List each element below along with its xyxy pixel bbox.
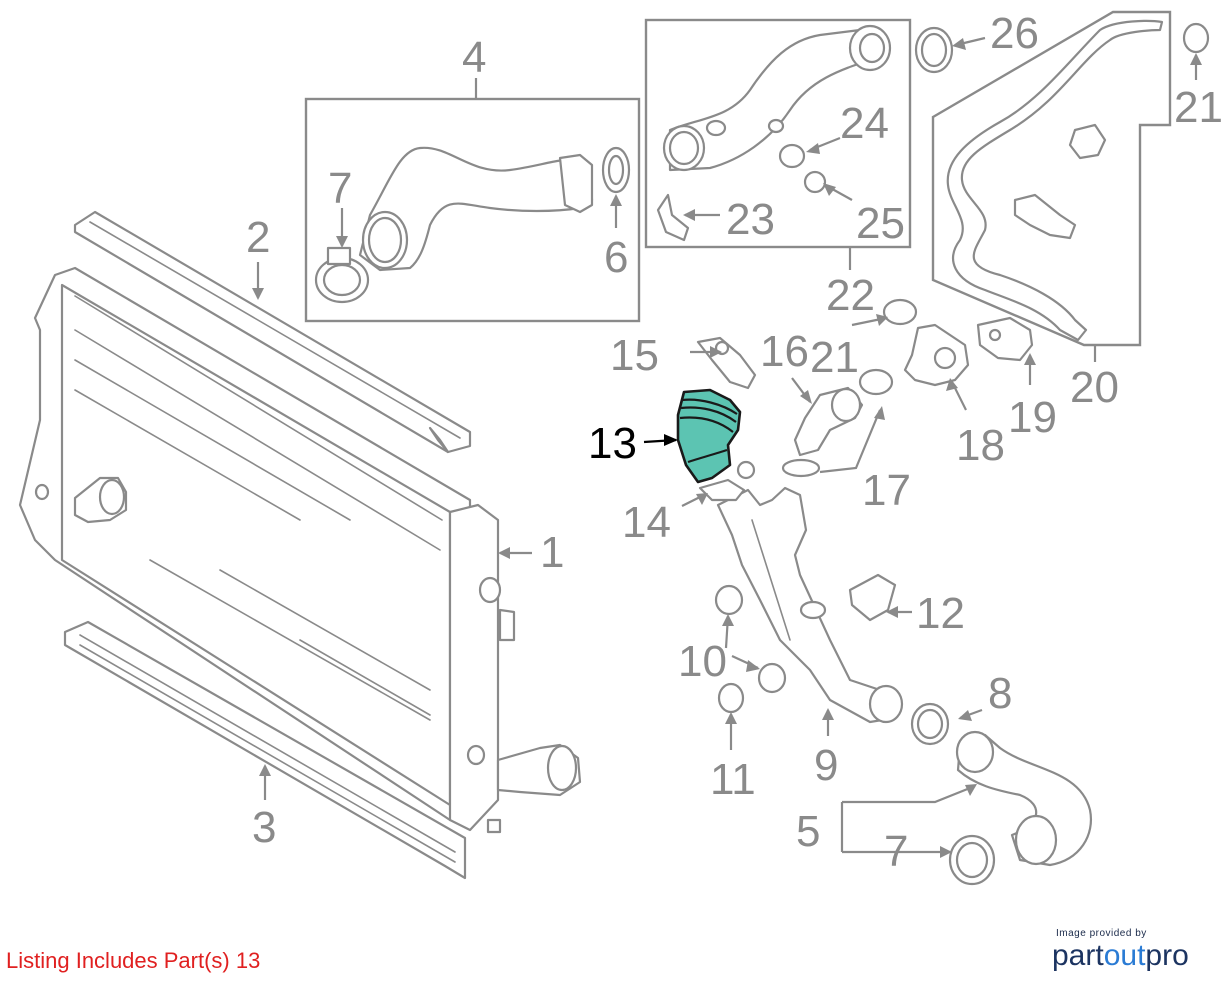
- callout-13: 13: [588, 419, 637, 468]
- callout-4: 4: [462, 33, 486, 82]
- image-credit: Image provided by partoutpro: [1052, 928, 1212, 971]
- charge-pipe-part-9: [698, 460, 904, 724]
- callout-3: 3: [252, 803, 276, 852]
- callout-20: 20: [1070, 363, 1119, 412]
- hose-part-5: [955, 730, 1093, 867]
- clamp-part-7-lower: [948, 834, 996, 886]
- grommet-part-10: [714, 584, 787, 694]
- callout-22: 22: [826, 271, 875, 320]
- elbow-hose-part-16: [781, 386, 864, 478]
- callout-16: 16: [760, 327, 809, 376]
- callout-23: 23: [726, 195, 775, 244]
- hose-kit-box-20: [931, 10, 1172, 347]
- callout-1: 1: [540, 528, 564, 577]
- connector-part-18: [903, 323, 970, 387]
- sensor-part-15: [696, 336, 757, 390]
- brand-part: part: [1052, 939, 1104, 972]
- bracket-part-19: [976, 316, 1034, 362]
- arrowheads: [252, 38, 1202, 858]
- callout-21-top: 21: [1174, 83, 1223, 132]
- callout-18: 18: [956, 421, 1005, 470]
- callout-19: 19: [1008, 393, 1057, 442]
- callout-7-lower: 7: [884, 827, 908, 876]
- upper-air-guide-part: [73, 210, 472, 454]
- highlighted-hose-part-13: [676, 388, 742, 484]
- grommet-part-11: [717, 682, 745, 714]
- hose-kit-box-4: [304, 97, 641, 323]
- clamp-part-21: [858, 22, 1210, 396]
- bracket-part-12: [848, 573, 897, 622]
- seal-ring-part-26: [914, 26, 954, 74]
- lower-air-guide-part: [63, 620, 467, 880]
- listing-includes-note: Listing Includes Part(s) 13: [6, 948, 261, 973]
- callout-9: 9: [814, 741, 838, 790]
- brand-pro: pro: [1145, 939, 1189, 972]
- callout-24: 24: [840, 99, 889, 148]
- callout-15: 15: [610, 331, 659, 380]
- callout-11: 11: [710, 755, 756, 804]
- callout-8: 8: [988, 669, 1012, 718]
- callout-10: 10: [678, 637, 727, 686]
- callout-12: 12: [916, 589, 965, 638]
- callout-5: 5: [796, 807, 820, 856]
- callout-26: 26: [990, 9, 1039, 58]
- intercooler-part: [18, 266, 582, 834]
- callout-labels: 1 2 3 4 5 6 7 7 8 9 10 11 12 13 14 15 16…: [246, 9, 1223, 876]
- clamp-part-8: [910, 702, 950, 746]
- callout-21-mid: 21: [810, 333, 859, 382]
- callout-17: 17: [862, 466, 911, 515]
- callout-14: 14: [622, 498, 671, 547]
- callout-7-upper: 7: [328, 164, 352, 213]
- callout-25: 25: [856, 199, 905, 248]
- callout-6: 6: [604, 233, 628, 282]
- brand-out: out: [1103, 939, 1146, 972]
- arrowhead-13: [664, 434, 678, 446]
- hose-kit-box-22: [644, 18, 912, 249]
- partoutpro-logo: partoutpro: [1052, 941, 1212, 971]
- callout-2: 2: [246, 213, 270, 262]
- credit-caption: Image provided by: [1056, 928, 1147, 939]
